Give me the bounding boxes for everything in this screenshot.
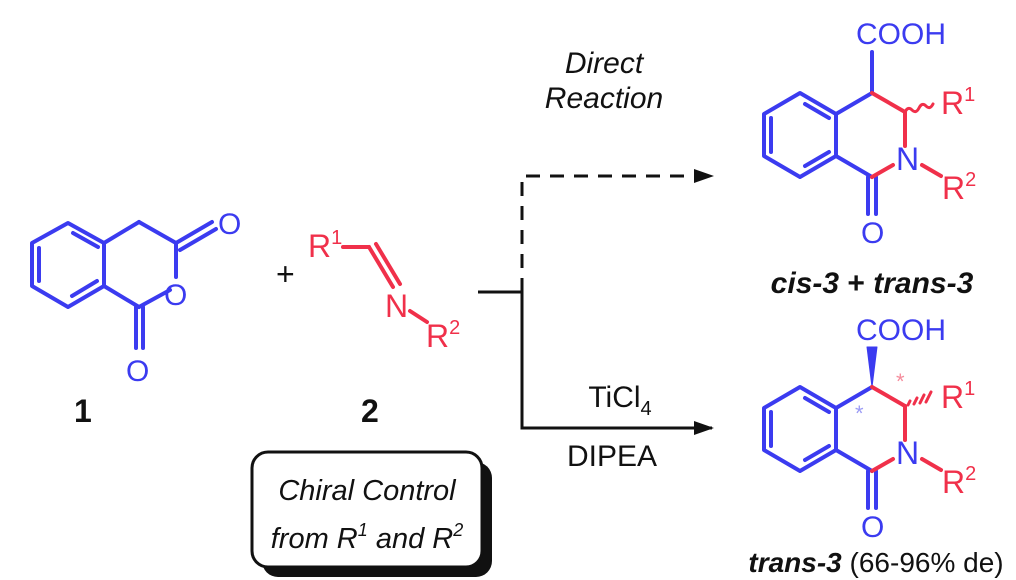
compound-1-carbonyl-oxygen-bottom: O: [126, 355, 149, 388]
product-top-r2: R2: [942, 169, 976, 206]
compound-1-ring-oxygen: O: [164, 279, 187, 312]
direct-reaction-label-line-1: Direct: [565, 47, 645, 80]
product-bottom-carbonyl-oxygen: O: [861, 511, 884, 544]
compound-2-r2: R2: [426, 317, 460, 354]
compound-1-carbonyl-oxygen-top: O: [218, 208, 241, 241]
product-bottom-stereo-mark-1: *: [855, 401, 864, 426]
product-bottom-hash-bond: [906, 390, 933, 407]
compound-1-structure: [30, 220, 218, 350]
product-bottom-caption: trans-3 (66-96% de): [748, 547, 1003, 578]
plus-sign: +: [276, 256, 295, 292]
product-top-cooh: COOH: [856, 18, 946, 51]
catalyzed-reaction-arrow: [520, 292, 714, 435]
compound-2-r1: R1: [308, 227, 342, 264]
compound-2-structure: [341, 242, 429, 324]
compound-1-label: 1: [74, 393, 92, 429]
product-top-caption: cis-3 + trans-3: [771, 267, 974, 300]
compound-2-label: 2: [361, 393, 379, 429]
product-top-carbonyl-oxygen: O: [861, 217, 884, 250]
product-top-nitrogen: N: [896, 141, 919, 177]
product-bottom-r2: R2: [942, 463, 976, 500]
direct-reaction-arrow: [520, 169, 714, 292]
product-bottom-structure: [762, 346, 943, 510]
compound-1-benzene-ring: [30, 221, 106, 309]
product-bottom-r1: R1: [941, 378, 975, 415]
direct-reaction-label-line-2: Reaction: [545, 82, 663, 115]
chiral-control-line-1: Chiral Control: [278, 475, 457, 507]
product-bottom-stereo-mark-2: *: [896, 369, 905, 394]
compound-2-nitrogen: N: [385, 288, 408, 324]
product-bottom-cooh: COOH: [856, 314, 946, 347]
product-bottom-nitrogen: N: [896, 435, 919, 471]
product-bottom-wedge-bond: [866, 346, 878, 388]
product-top-structure: [762, 50, 943, 216]
reagent-dipea: DIPEA: [567, 440, 657, 473]
product-top-r1: R1: [941, 84, 975, 121]
chiral-control-line-2: from R1 and R2: [271, 520, 463, 555]
reagent-ticl4: TiCl4: [588, 381, 651, 420]
chiral-control-box: [250, 450, 484, 569]
